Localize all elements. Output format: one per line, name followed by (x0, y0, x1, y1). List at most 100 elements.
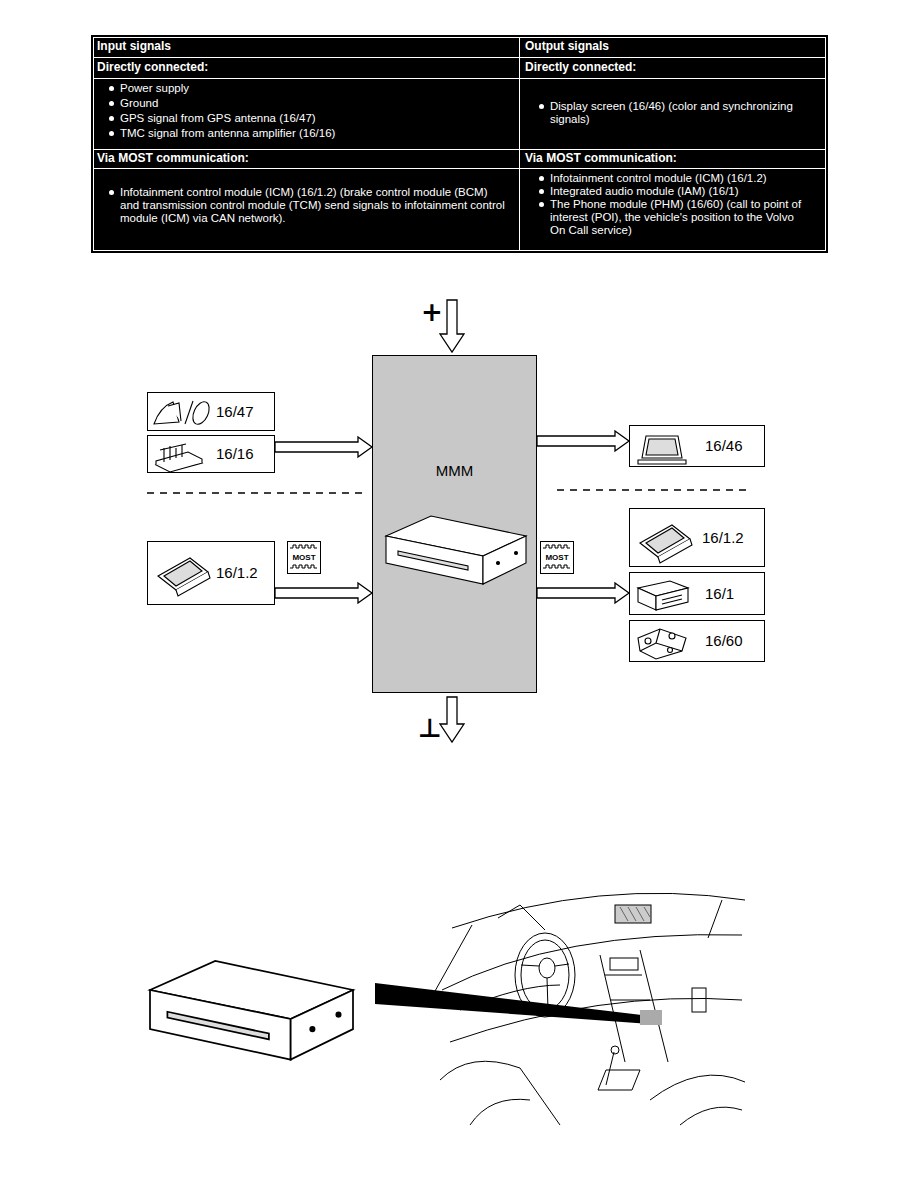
signal-arrow (275, 583, 372, 603)
column-heading: Input signals (97, 39, 507, 54)
ground-sign: ⊥ (418, 713, 444, 743)
location-pointer (375, 983, 650, 1024)
table-cell-holder: Ground (120, 97, 505, 110)
car-interior-drawing (610, 958, 638, 970)
antenna-icon (148, 393, 276, 432)
table-cell: Infotainment control module (ICM) (16/1.… (120, 186, 505, 225)
phone-icon (640, 643, 682, 651)
panel-icon (658, 539, 692, 563)
signal-table-ground (94, 38, 826, 251)
part-number: 16/47 (216, 403, 254, 421)
car-interior-drawing (640, 1010, 662, 1025)
signal-arrow (537, 583, 629, 603)
divider-line (557, 489, 752, 491)
antenna-icon (190, 399, 213, 427)
signal-table-ground (94, 38, 826, 251)
row-heading: Directly connected: (97, 60, 507, 75)
ground-arrow (440, 697, 464, 742)
row-heading-holder: Via MOST communication: (525, 151, 820, 166)
unit-icon (656, 588, 688, 610)
module-icon (515, 552, 518, 555)
power-sign: + (421, 297, 445, 327)
bullet-dot (539, 202, 544, 207)
part-number: 16/1 (705, 585, 734, 603)
unit-icon (638, 588, 656, 610)
car-interior-drawing (692, 988, 706, 1012)
bus-name: MOST (541, 553, 573, 562)
row-heading: Via MOST communication: (525, 151, 820, 166)
control-module-box: MMM (372, 355, 537, 693)
column-heading-holder: Output signals (525, 39, 820, 54)
part-number: MMM (436, 462, 474, 480)
amplifier-icon (148, 436, 276, 474)
module-icon (483, 536, 526, 584)
car-interior-drawing (430, 925, 472, 1000)
table-cell-holder: Infotainment control module (ICM) (16/1.… (120, 186, 505, 225)
car-interior-drawing (470, 1099, 530, 1125)
row-heading-holder: Directly connected: (525, 60, 820, 75)
ground-arrow (440, 697, 464, 742)
part-number: 16/1.2 (216, 564, 258, 582)
power-arrow (440, 300, 464, 352)
control-panel-box: 16/1.2 (147, 541, 275, 605)
most-symbol (543, 565, 570, 568)
phone-module-box: 16/60 (629, 620, 765, 662)
module-drawing (291, 990, 353, 1060)
bullet-dot (539, 189, 544, 194)
bullet-dot (539, 104, 544, 109)
phone-icon (668, 648, 673, 653)
car-interior-drawing (498, 905, 545, 930)
row-heading-holder: Directly connected: (97, 60, 507, 75)
phone-icon (656, 629, 660, 643)
amplifier-icon (156, 452, 202, 465)
car-interior-drawing (539, 958, 555, 978)
bullet-dot (109, 86, 114, 91)
unit-icon (662, 595, 682, 604)
module-icon (398, 551, 468, 570)
unit-icon (630, 573, 766, 616)
car-interior-drawing (450, 998, 742, 1042)
bullet-dot (109, 190, 114, 195)
table-cell-holder: Integrated audio module (IAM) (16/1) (550, 185, 812, 198)
phone-icon (630, 621, 766, 663)
car-interior-drawing (708, 900, 722, 938)
car-interior-drawing (442, 935, 742, 990)
table-cell: GPS signal from GPS antenna (16/47) (120, 112, 505, 125)
bullet-dot (539, 176, 544, 181)
module-drawing (150, 961, 353, 1060)
most-symbol (290, 565, 317, 568)
antenna-icon (168, 403, 181, 421)
car-interior-drawing (606, 1052, 614, 1085)
part-number: 16/1.2 (702, 529, 744, 547)
table-cell: Power supply (120, 82, 505, 95)
ground-sign-holder: ⊥ (418, 713, 444, 743)
table-cell-holder: Power supply (120, 82, 505, 95)
divider-line (147, 492, 365, 494)
module-icon (386, 536, 483, 584)
control-panel-box: 16/1.2 (629, 508, 765, 567)
module-drawing (167, 1012, 269, 1040)
column-heading: Output signals (525, 39, 820, 54)
panel-icon (176, 572, 210, 596)
panel-icon (158, 558, 208, 590)
location-pointer (375, 983, 650, 1024)
row-heading: Via MOST communication: (97, 151, 507, 166)
signal-table-ground (91, 35, 828, 253)
most-symbol (290, 545, 317, 548)
signal-table-ground (91, 35, 828, 253)
signal-arrow (537, 431, 629, 451)
phone-icon (645, 638, 651, 644)
part-number: 16/46 (705, 437, 743, 455)
module-drawing (336, 1012, 340, 1016)
display-icon (646, 439, 678, 455)
display-box: 16/46 (629, 425, 765, 467)
car-interior-drawing (521, 964, 569, 1010)
bullet-dot (109, 101, 114, 106)
power-arrow (440, 300, 464, 352)
column-heading-holder: Input signals (97, 39, 507, 54)
car-interior-drawing (598, 1070, 640, 1090)
most-symbol (541, 542, 574, 574)
car-interior-drawing (452, 893, 745, 928)
car-interior-drawing (650, 1075, 745, 1100)
row-heading: Directly connected: (525, 60, 820, 75)
